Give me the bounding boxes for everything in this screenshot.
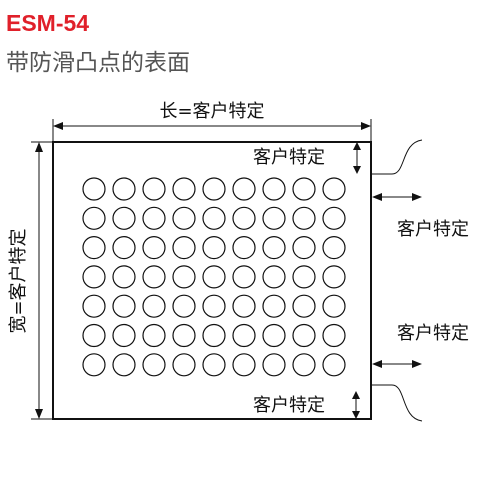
bump-dot (82, 177, 106, 201)
right-upper-spacing-dimension: 客户特定 (372, 139, 469, 240)
length-label: 长=客户特定 (159, 101, 264, 122)
bump-dot (202, 353, 226, 377)
bump-dot (112, 177, 136, 201)
bump-dot (202, 323, 226, 348)
width-dimension: 宽=客户特定 (8, 141, 52, 420)
bump-dot (262, 294, 286, 318)
bump-dot (262, 206, 286, 230)
bump-dot (232, 323, 256, 348)
right-lower-arrow-left (372, 360, 382, 368)
bump-dot (232, 294, 256, 318)
bump-dot (172, 323, 196, 348)
bump-dot (202, 236, 226, 260)
bump-dot (82, 206, 106, 230)
right-lower-spacing-dimension: 客户特定 (372, 323, 469, 422)
bump-dot (322, 323, 346, 348)
bump-dot (232, 265, 256, 289)
textured-surface-panel (52, 141, 372, 420)
product-subtitle: 带防滑凸点的表面 (6, 50, 190, 76)
bump-dot (82, 353, 106, 377)
right-upper-arrow-right (412, 193, 422, 201)
bump-dot (202, 206, 226, 230)
right-upper-break-curve (372, 139, 423, 175)
bottom-margin-dimension: 客户特定 (253, 391, 360, 419)
bump-dot (202, 294, 226, 318)
right-upper-arrow-left (372, 193, 382, 201)
bump-dot (292, 294, 316, 318)
length-arrow-right (361, 122, 371, 130)
bump-dot (112, 265, 136, 289)
width-arrow-bottom (35, 409, 43, 419)
top-margin-dimension: 客户特定 (253, 142, 361, 174)
width-label: 宽=客户特定 (8, 228, 29, 333)
bump-dot (322, 236, 346, 260)
bump-dot (142, 206, 166, 230)
bump-dot (172, 265, 196, 289)
bump-dot (202, 265, 226, 289)
bump-dot (172, 206, 196, 230)
bump-dot (232, 177, 256, 201)
bump-dot (112, 236, 136, 260)
right-lower-arrow-right (412, 360, 422, 368)
bump-dot (322, 177, 346, 201)
bump-dot (262, 236, 286, 260)
length-arrow-left (53, 122, 63, 130)
top-margin-arrow-down (353, 166, 361, 174)
bump-dot (232, 353, 256, 377)
bump-dot-grid (82, 177, 346, 377)
bump-dot (262, 177, 286, 201)
right-lower-break-curve (372, 384, 423, 422)
bump-dot (262, 353, 286, 377)
bump-dot (232, 236, 256, 260)
bottom-margin-arrow-down (352, 411, 360, 419)
bump-dot (142, 236, 166, 260)
bump-dot (142, 265, 166, 289)
bump-dot (142, 177, 166, 201)
bump-dot (112, 323, 136, 348)
bump-dot (292, 353, 316, 377)
bump-dot (292, 177, 316, 201)
bump-dot (172, 236, 196, 260)
bump-dot (142, 294, 166, 318)
bump-dot (112, 206, 136, 230)
bump-dot (262, 265, 286, 289)
bump-dot (262, 323, 286, 348)
bump-dot (292, 323, 316, 348)
bump-dot (172, 353, 196, 377)
bump-dot (82, 323, 106, 348)
bump-dot (322, 206, 346, 230)
bump-dot (142, 323, 166, 348)
right-lower-spacing-label: 客户特定 (397, 323, 469, 344)
top-margin-label: 客户特定 (253, 147, 325, 168)
bump-dot (112, 353, 136, 377)
product-code: ESM-54 (6, 10, 89, 36)
bump-dot (322, 265, 346, 289)
width-arrow-top (35, 142, 43, 152)
bump-dot (322, 353, 346, 377)
bump-dot (292, 236, 316, 260)
bump-dot (292, 265, 316, 289)
bottom-margin-label: 客户特定 (253, 395, 325, 416)
bump-dot (202, 177, 226, 201)
bump-dot (172, 177, 196, 201)
bump-dot (112, 294, 136, 318)
right-upper-spacing-label: 客户特定 (397, 219, 469, 240)
bump-dot (322, 294, 346, 318)
bump-dot (142, 353, 166, 377)
bottom-margin-arrow-up (352, 391, 360, 399)
bump-dot (232, 206, 256, 230)
bump-dot (82, 294, 106, 318)
length-dimension: 长=客户特定 (52, 101, 372, 143)
bump-dot (82, 236, 106, 260)
bump-dot (82, 265, 106, 289)
bump-dot (172, 294, 196, 318)
top-margin-arrow-up (353, 142, 361, 150)
bump-dot (292, 206, 316, 230)
